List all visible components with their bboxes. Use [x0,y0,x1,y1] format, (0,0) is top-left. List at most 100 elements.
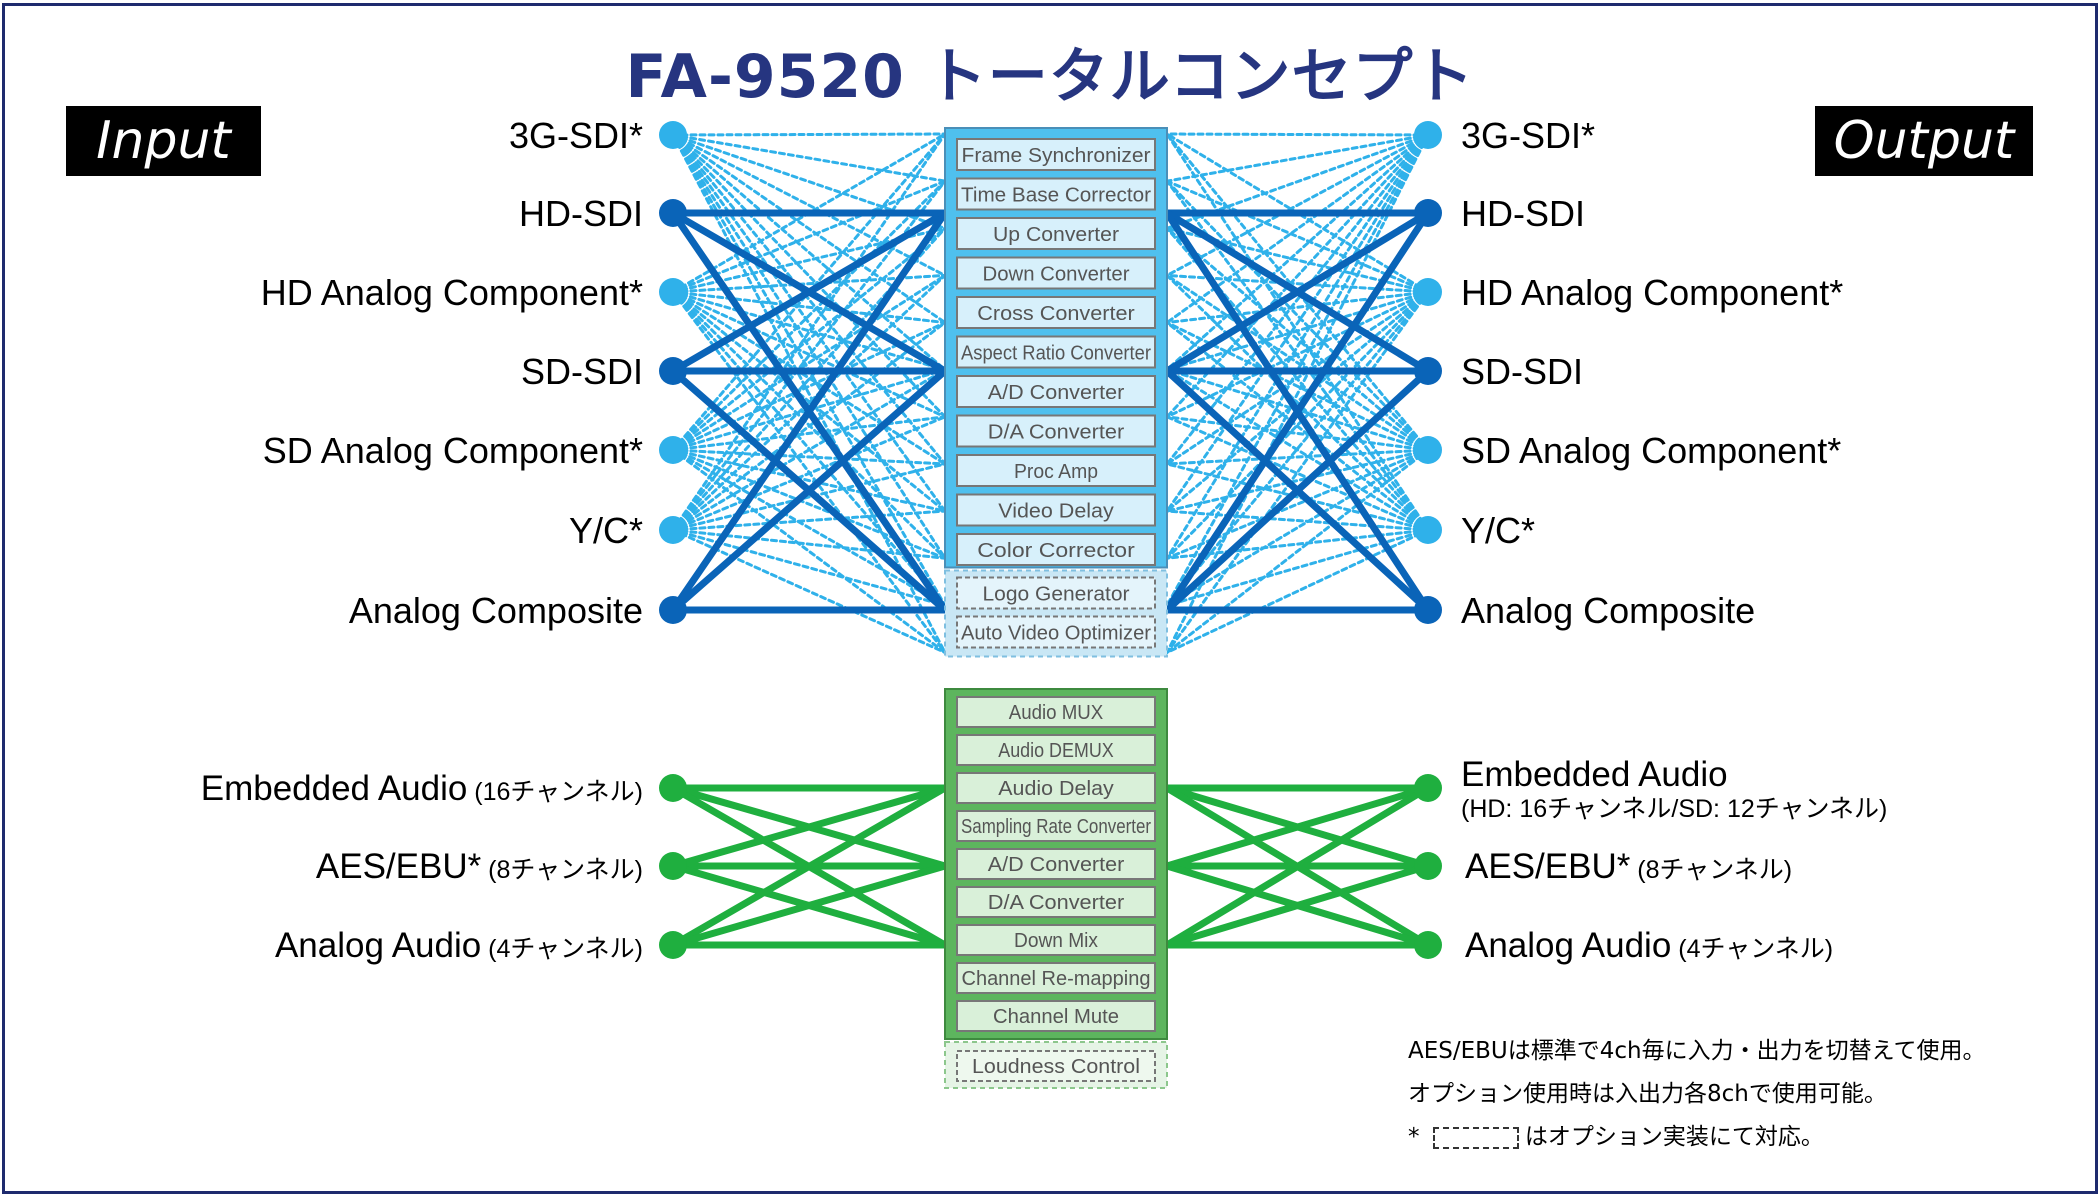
video-option-link-in [671,132,947,532]
video-link-out [1163,367,1432,614]
video-input-node [659,199,687,227]
video-input-label: HD-SDI [519,193,643,234]
audio-link-in [669,784,949,949]
video-option-link-in [671,368,947,452]
video-option-link-in [671,528,947,654]
audio-block-audio-delay [956,772,1156,804]
audio-block-a-d-converter [956,848,1156,880]
video-output-node [1414,596,1442,624]
audio-output-label: Embedded Audio [1461,755,1728,794]
audio-block-channel-mute [956,1000,1156,1032]
video-block-proc-amp [956,454,1156,487]
video-output-label: SD-SDI [1461,351,1583,392]
audio-input-node [659,774,687,802]
video-input-label: SD Analog Component* [263,430,643,471]
video-option-link-in [671,448,947,560]
video-block-a-d-converter [956,375,1156,408]
video-block-frame-synchronizer [956,138,1156,171]
video-option-link-in [671,368,947,532]
note-line-3-suffix: はオプション実装にて対応。 [1524,1124,1824,1150]
video-input-node [659,278,687,306]
audio-block-loudness-control [956,1050,1156,1082]
audio-block-label: Sampling Rate Converter [961,816,1151,838]
video-link-in [669,209,949,614]
audio-block-d-a-converter [956,886,1156,918]
audio-input-channels: (8チャンネル) [481,856,643,884]
video-input-node [659,436,687,464]
audio-output-label: Analog Audio (4チャンネル) [1465,926,1833,965]
output-header: Output [1815,106,2033,176]
video-option-link-in [671,448,947,513]
audio-block-label: Audio MUX [1009,702,1104,724]
video-output-label: Y/C* [1461,510,1535,551]
video-option-link-in [671,179,947,452]
io-nodes [659,121,1442,959]
video-option-link-in [671,528,947,560]
audio-block-label: Down Mix [1014,930,1098,952]
audio-output-name: Analog Audio [1465,926,1671,965]
video-option-link-in [671,133,947,513]
audio-output-channels: (8チャンネル) [1630,856,1792,884]
video-block-down-converter [956,256,1156,290]
video-block-d-a-converter [956,414,1156,448]
audio-block-sampling-rate-converter [956,810,1156,842]
note-line-2: オプション使用時は入出力各8chで使用可能。 [1408,1081,1887,1107]
audio-output-channels: (HD: 16チャンネル/SD: 12チャンネル) [1461,795,1887,823]
audio-output-channels: (4チャンネル) [1671,935,1833,963]
audio-block-down-mix [956,924,1156,956]
video-block-label: Time Base Corrector [961,185,1151,207]
audio-block-label: Channel Re-mapping [962,968,1151,990]
audio-link-out [1163,784,1432,870]
video-output-label: SD Analog Component* [1461,430,1841,471]
video-output-node [1414,436,1442,464]
video-output-node [1414,516,1442,544]
video-link-out [1163,209,1432,614]
video-option-link-in [671,448,947,607]
video-option-link-out [1165,415,1430,452]
audio-link-out [1163,784,1432,949]
video-block-label: Aspect Ratio Converter [961,343,1151,365]
video-option-link-out [1165,132,1430,532]
video-option-link-out [1165,415,1430,532]
video-input-node [659,596,687,624]
video-output-node [1414,278,1442,306]
audio-output-name: AES/EBU* [1465,847,1631,886]
video-option-link-in [671,133,947,372]
audio-output-label: AES/EBU* (8チャンネル) [1465,847,1792,886]
video-option-link-out [1165,509,1430,532]
video-block-video-delay [956,493,1156,527]
video-block-aspect-ratio-converter [956,335,1156,369]
page-title: FA-9520 トータルコンセプト [625,42,1475,112]
note-line-1: AES/EBUは標準で4ch毎に入力・出力を切替えて使用。 [1408,1038,1986,1064]
video-link-in [669,209,949,375]
video-output-node [1414,199,1442,227]
audio-output-node [1414,852,1442,880]
video-option-link-in [671,321,947,452]
video-option-link-in [671,132,947,137]
video-block-label: Frame Synchronizer [962,145,1151,167]
audio-block-label: Audio Delay [998,778,1114,800]
audio-input-node [659,852,687,880]
video-option-link-out [1165,133,1430,277]
connection-lines [669,132,1432,949]
video-option-link-out [1165,462,1430,532]
video-option-link-in [671,133,947,183]
video-option-link-out [1165,368,1430,532]
audio-input-label: Analog Audio (4チャンネル) [275,926,643,965]
audio-link-in [669,862,949,949]
video-input-node [659,357,687,385]
video-input-node [659,516,687,544]
video-block-label: Logo Generator [983,584,1130,606]
option-legend-box [1432,1126,1519,1149]
video-block-label: D/A Converter [988,422,1125,444]
video-option-link-out [1165,448,1430,513]
video-option-link-in [671,133,947,560]
video-option-link-out [1165,528,1430,560]
audio-output-node [1414,774,1442,802]
video-output-node [1414,357,1442,385]
video-input-node [659,121,687,149]
video-option-link-out [1165,273,1430,452]
